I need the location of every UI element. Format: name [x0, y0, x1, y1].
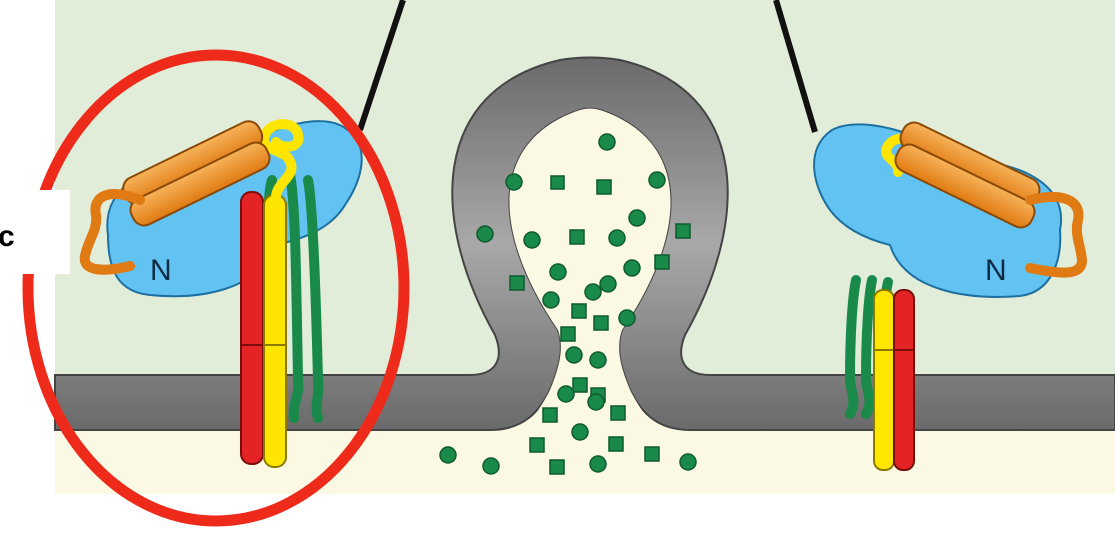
red-helix-right — [894, 290, 914, 470]
n-terminus-label-right: N — [985, 254, 1007, 287]
red-helix-left — [241, 192, 263, 464]
yellow-helix-left — [264, 195, 286, 467]
n-terminus-label-left: N — [150, 254, 172, 287]
clipped-slide-text: c — [0, 222, 15, 252]
yellow-helix-right — [874, 290, 894, 470]
